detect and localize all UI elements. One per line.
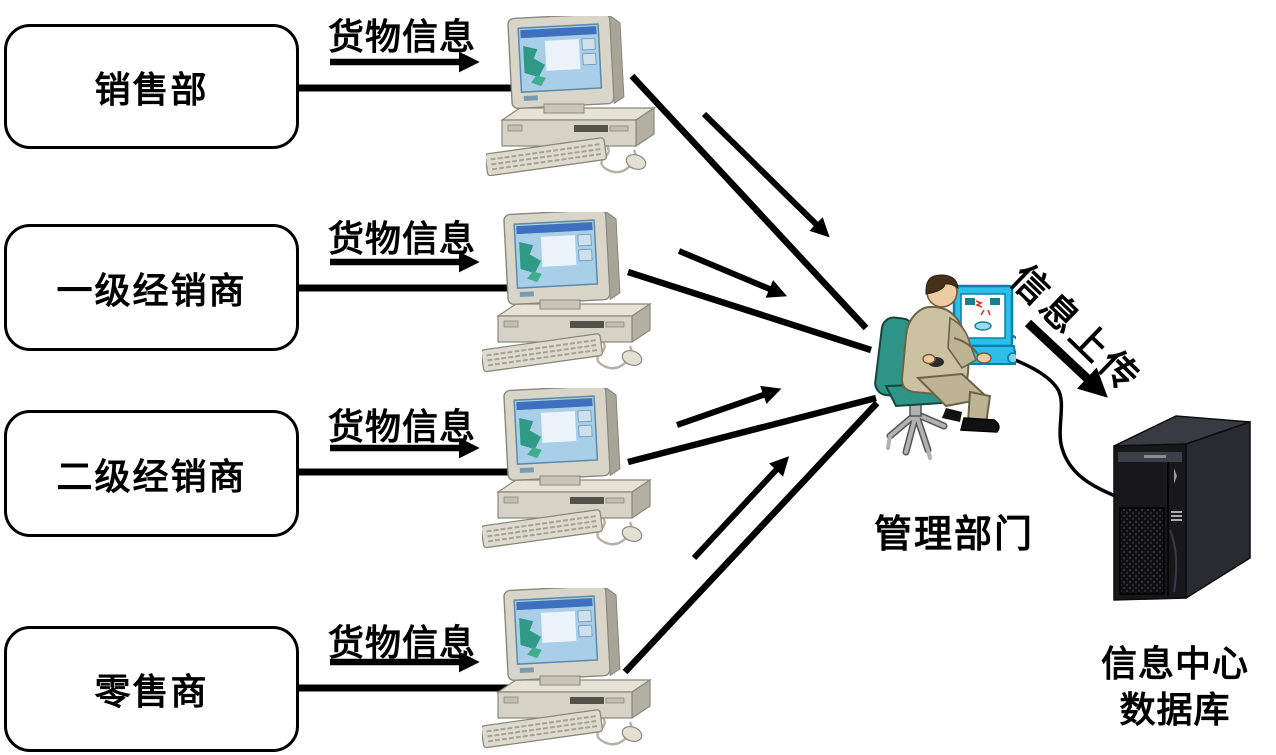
diag-line-3 bbox=[627, 394, 877, 466]
database-label-line2: 数据库 bbox=[1119, 689, 1231, 730]
source-box-label: 一级经销商 bbox=[56, 269, 247, 311]
source-box-tier2-distributor: 二级经销商 bbox=[4, 410, 299, 537]
box-to-pc-links bbox=[299, 84, 520, 692]
source-box-tier1-distributor: 一级经销商 bbox=[4, 224, 299, 351]
diag-arrow-4 bbox=[691, 456, 790, 561]
goods-info-arrows bbox=[330, 51, 480, 673]
source-box-sales-dept: 销售部 bbox=[4, 24, 299, 149]
desktop-pc-icon-4 bbox=[482, 588, 652, 748]
pc-to-manager-links bbox=[622, 73, 880, 675]
network-cable bbox=[984, 346, 1120, 499]
diag-line-2 bbox=[627, 268, 872, 354]
source-box-label: 零售商 bbox=[94, 671, 209, 712]
flow-label-sales: 货物信息 bbox=[328, 16, 477, 57]
diag-line-4 bbox=[622, 400, 880, 675]
flow-label-tier1: 货物信息 bbox=[328, 218, 477, 259]
desktop-pc-icon-1 bbox=[486, 16, 656, 176]
database-label-line1: 信息中心 bbox=[1100, 643, 1249, 684]
diag-arrow-3 bbox=[676, 385, 782, 428]
source-box-retailer: 零售商 bbox=[4, 626, 299, 752]
desktop-pc-icon-3 bbox=[482, 388, 652, 548]
server-tower-icon bbox=[1113, 415, 1251, 601]
operator-at-computer-icon bbox=[874, 275, 1019, 458]
database-label: 信息中心 数据库 bbox=[1086, 641, 1264, 733]
pc-to-manager-arrows bbox=[676, 111, 830, 561]
flow-label-tier2: 货物信息 bbox=[328, 406, 477, 447]
source-box-label: 二级经销商 bbox=[56, 455, 247, 497]
diag-arrow-1 bbox=[701, 111, 830, 238]
diag-line-1 bbox=[629, 73, 869, 331]
source-box-label: 销售部 bbox=[94, 68, 209, 110]
manager-label: 管理部门 bbox=[874, 514, 1035, 556]
flow-label-retail: 货物信息 bbox=[328, 622, 477, 663]
diag-arrow-2 bbox=[677, 248, 788, 298]
upload-arrow bbox=[1024, 319, 1108, 398]
